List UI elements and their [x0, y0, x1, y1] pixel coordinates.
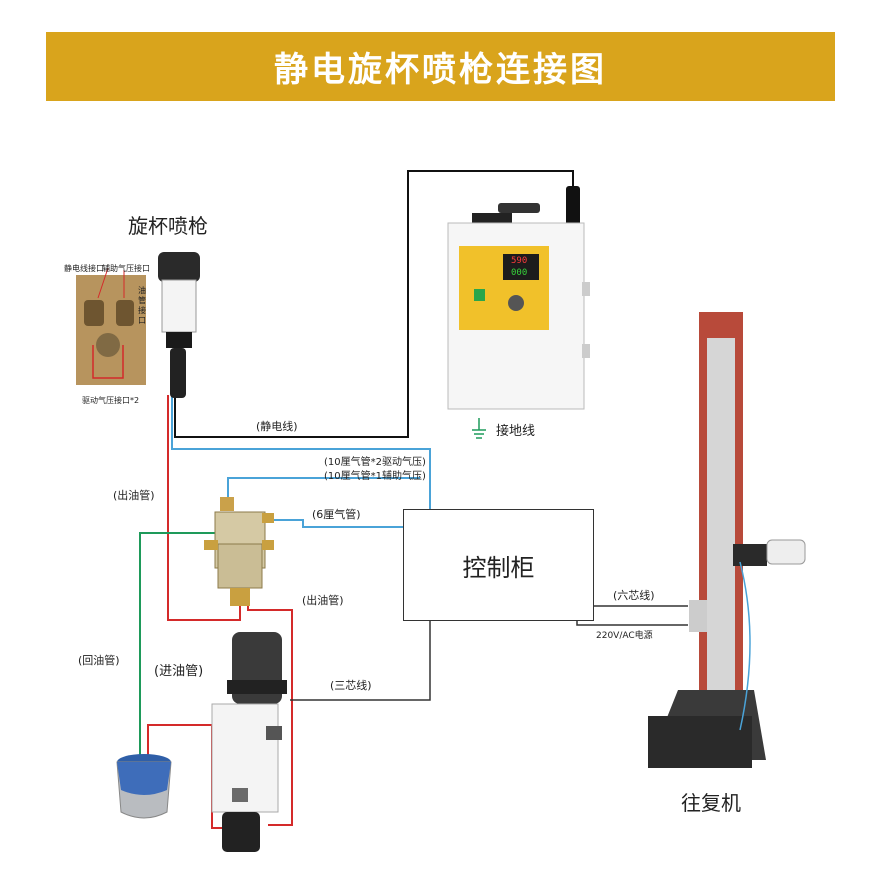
- ground-icon: [472, 418, 486, 439]
- display-top-readout: 590: [511, 256, 528, 266]
- air-tube-drive: [171, 395, 431, 509]
- port-aux-air-label: 辅助气压接口: [102, 264, 150, 273]
- display-bottom-readout: 000: [511, 268, 528, 278]
- reciprocator-label: 往复机: [681, 791, 741, 815]
- power-wire: [576, 621, 688, 626]
- air-tube-drive-label: (10厘气管*2驱动气压): [324, 457, 426, 468]
- port-oil-label: 油管接口: [138, 286, 146, 325]
- control-cabinet-label: 控制柜: [462, 553, 535, 582]
- hv-generator: [447, 186, 590, 410]
- page-title: 静电旋杯喷枪连接图: [274, 50, 607, 90]
- gun-port-photo: [76, 267, 146, 385]
- six-core-label: (六芯线): [613, 589, 655, 602]
- ground-line-label: 接地线: [496, 424, 536, 439]
- oil-return-line: [139, 532, 215, 758]
- title-banner: 静电旋杯喷枪连接图: [46, 32, 835, 101]
- static-line-label: (静电线): [256, 420, 298, 433]
- oil-out-label-1: (出油管): [113, 489, 155, 502]
- spray-gun: [158, 252, 200, 398]
- oil-in-label: (进油管): [154, 664, 204, 679]
- three-core-wire: [290, 621, 431, 701]
- spray-gun-label: 旋杯喷枪: [128, 214, 208, 238]
- three-core-label: (三芯线): [330, 679, 372, 692]
- power-label: 220V/AC电源: [596, 631, 653, 641]
- air-tube-6mm: [272, 519, 403, 528]
- oil-return-label: (回油管): [78, 654, 120, 667]
- pump: [211, 632, 287, 852]
- oil-out-gun: [167, 395, 241, 621]
- oil-out-pump: [247, 600, 293, 826]
- port-drive-air-label: 驱动气压接口*2: [82, 396, 140, 405]
- valve-block: [204, 497, 274, 606]
- oil-out-label-2: (出油管): [302, 594, 344, 607]
- port-static-label: 静电线接口: [64, 264, 104, 273]
- static-wire: [174, 170, 574, 438]
- paint-bucket-icon: [116, 754, 172, 819]
- reciprocator: [648, 312, 806, 768]
- air-tube-aux: [227, 477, 420, 500]
- control-cabinet: 控制柜: [403, 509, 594, 621]
- air-tube-6-label: (6厘气管): [312, 508, 361, 521]
- air-tube-aux-label: (10厘气管*1辅助气压): [324, 471, 426, 482]
